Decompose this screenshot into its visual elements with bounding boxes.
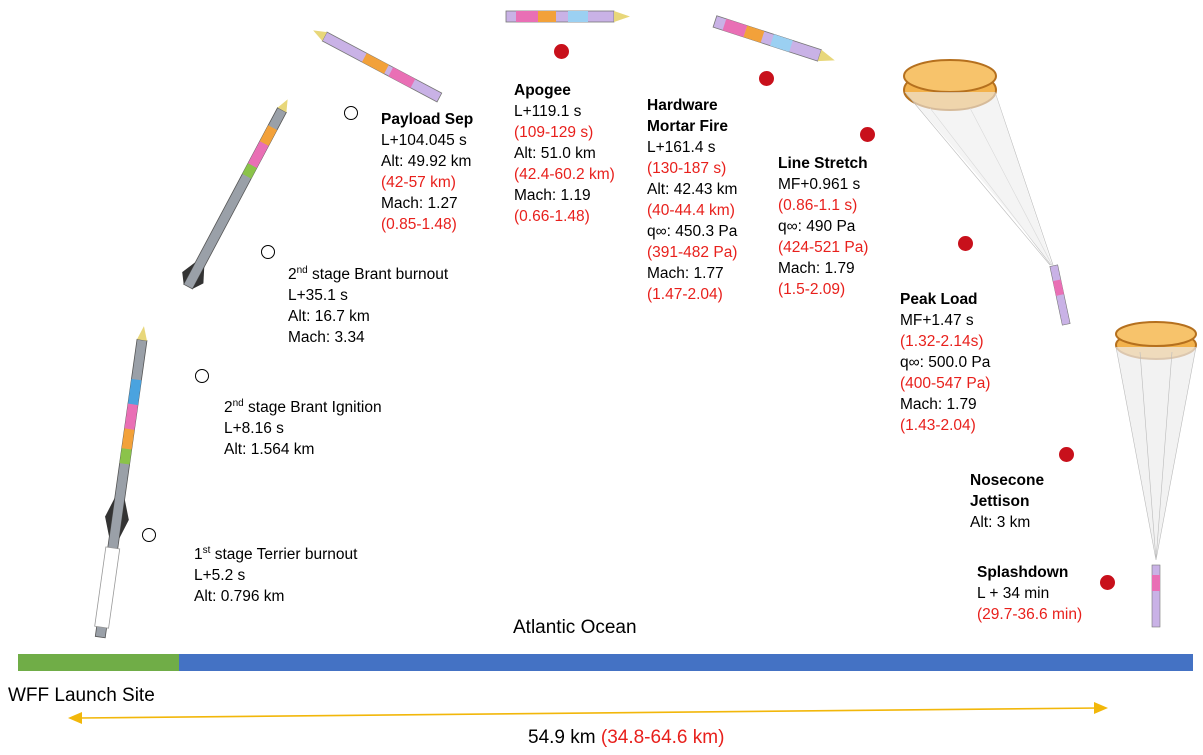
apogee-line-2: (109-129 s): [514, 124, 594, 141]
brant-burnout-line-2: Alt: 16.7 km: [288, 308, 370, 326]
peak-load-line-2: (1.32-2.14s): [900, 333, 984, 350]
mortar-fire-line-6: q∞: 450.3 Pa: [647, 223, 738, 240]
mortar-fire-line-8: Mach: 1.77: [647, 265, 724, 282]
mortar-fire-line-5: (40-44.4 km): [647, 202, 735, 219]
payload-sep-marker: [344, 106, 358, 120]
apogee-payload-icon: [505, 10, 630, 23]
nosecone-jettison-line-1: Jettison: [970, 493, 1030, 510]
line-stretch-marker: [860, 127, 875, 142]
peak-load-marker: [958, 236, 973, 251]
apogee-marker: [554, 44, 569, 59]
ocean-label: Atlantic Ocean: [513, 617, 637, 638]
payload-sep-line-3: (42-57 km): [381, 174, 456, 191]
mortar-fire-line-9: (1.47-2.04): [647, 286, 723, 303]
brant-ignition-line-0: 2nd stage Brant Ignition: [224, 398, 382, 417]
mortar-fire-line-3: (130-187 s): [647, 160, 727, 177]
mortar-fire-line-2: L+161.4 s: [647, 139, 716, 156]
line-stretch-line-3: q∞: 490 Pa: [778, 218, 856, 235]
peak-load-line-6: (1.43-2.04): [900, 417, 976, 434]
brant-ignition-line-2: Alt: 1.564 km: [224, 441, 315, 459]
peak-load-line-3: q∞: 500.0 Pa: [900, 354, 991, 371]
apogee-line-0: Apogee: [514, 82, 571, 99]
mortar-fire-marker: [759, 71, 774, 86]
nosecone-jettison-line-0: Nosecone: [970, 472, 1045, 489]
payload-sep-line-5: (0.85-1.48): [381, 216, 457, 233]
splashdown-line-0: Splashdown: [977, 564, 1069, 581]
launch-site-strip: [18, 654, 179, 671]
line-stretch-line-5: Mach: 1.79: [778, 260, 855, 277]
descent-payload-icon: [712, 15, 835, 62]
range-label: 54.9 km (34.8-64.6 km): [528, 727, 724, 749]
mortar-fire-line-0: Hardware: [647, 97, 718, 114]
ocean-strip: [179, 654, 1193, 671]
splashdown-line-1: L + 34 min: [977, 585, 1050, 602]
brant-ignition-marker: [195, 369, 209, 383]
terrier-burnout-line-1: L+5.2 s: [194, 567, 246, 585]
peak-load-line-4: (400-547 Pa): [900, 375, 991, 392]
event-splashdown: Splashdown L + 34 min (29.7-36.6 min): [977, 562, 1082, 625]
terrier-burnout-line-2: Alt: 0.796 km: [194, 588, 285, 606]
line-stretch-line-1: MF+0.961 s: [778, 176, 861, 193]
payload-sep-rocket-icon: [313, 30, 443, 103]
brant-burnout-line-0: 2nd stage Brant burnout: [288, 265, 449, 284]
splashdown-parachute-icon: [1115, 321, 1197, 628]
terrier-burnout-line-0: 1st stage Terrier burnout: [194, 545, 358, 564]
mortar-fire-line-7: (391-482 Pa): [647, 244, 738, 261]
range-value: 54.9 km: [528, 727, 601, 748]
line-stretch-line-6: (1.5-2.09): [778, 281, 846, 298]
payload-sep-line-1: L+104.045 s: [381, 132, 467, 149]
rocket-launch-icon: [94, 326, 148, 639]
terrier-burnout-marker: [142, 528, 156, 542]
line-stretch-line-2: (0.86-1.1 s): [778, 197, 858, 214]
mortar-fire-line-4: Alt: 42.43 km: [647, 181, 738, 198]
peak-load-line-0: Peak Load: [900, 291, 978, 308]
brant-ignition-line-1: L+8.16 s: [224, 420, 284, 438]
apogee-line-5: Mach: 1.19: [514, 187, 591, 204]
apogee-line-1: L+119.1 s: [514, 103, 582, 120]
range-uncertainty: (34.8-64.6 km): [600, 727, 725, 748]
payload-sep-line-2: Alt: 49.92 km: [381, 153, 472, 170]
splashdown-marker: [1100, 575, 1115, 590]
line-stretch-line-4: (424-521 Pa): [778, 239, 869, 256]
apogee-line-3: Alt: 51.0 km: [514, 145, 596, 162]
nosecone-jettison-marker: [1059, 447, 1074, 462]
nosecone-jettison-line-2: Alt: 3 km: [970, 514, 1031, 531]
payload-sep-line-4: Mach: 1.27: [381, 195, 458, 212]
peak-load-line-5: Mach: 1.79: [900, 396, 977, 413]
range-arrow: [68, 702, 1108, 724]
apogee-line-4: (42.4-60.2 km): [514, 166, 615, 183]
rocket-ascent-icon: [182, 99, 288, 290]
parachute-icon: [903, 59, 1071, 326]
peak-load-line-1: MF+1.47 s: [900, 312, 974, 329]
launch-site-label: WFF Launch Site: [8, 685, 155, 706]
brant-burnout-line-3: Mach: 3.34: [288, 329, 365, 347]
mortar-fire-line-1: Mortar Fire: [647, 118, 728, 135]
apogee-line-6: (0.66-1.48): [514, 208, 590, 225]
payload-sep-line-0: Payload Sep: [381, 111, 474, 128]
brant-burnout-line-1: L+35.1 s: [288, 287, 348, 305]
splashdown-line-2: (29.7-36.6 min): [977, 606, 1083, 623]
line-stretch-line-0: Line Stretch: [778, 155, 868, 172]
brant-burnout-marker: [261, 245, 275, 259]
